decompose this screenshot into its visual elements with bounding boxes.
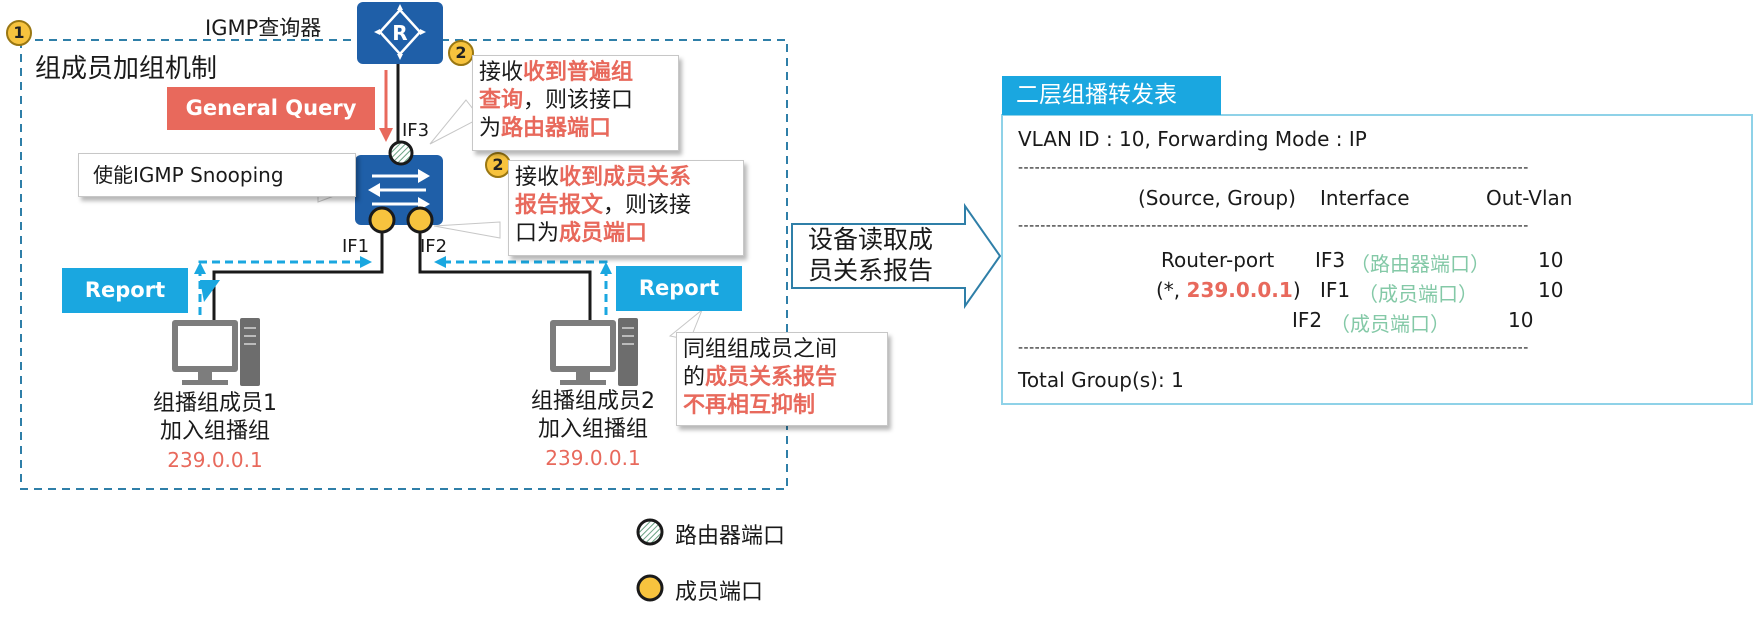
callout-member-line3-prefix: 口为 [515,221,560,246]
table-row2-group: (*, 239.0.0.1) [1156,278,1301,302]
callout-member-highlight2: 报告报文 [515,193,604,218]
table-row2-vlan: 10 [1538,278,1564,302]
table-separator-3: ----------------------------------------… [1018,340,1529,356]
table-row2-if: IF1 [1320,278,1351,302]
table-row2-suffix: ) [1292,278,1301,302]
callout-member-port: 接收收到成员关系 报告报文，则该接 口为成员端口 [508,160,744,256]
router-icon: R [357,2,443,64]
table-row3-vlan: 10 [1508,308,1534,332]
step1-badge: 1 [6,20,32,46]
table-row2-group-addr: 239.0.0.1 [1186,278,1293,302]
callout-router-line3-prefix: 为 [479,116,502,141]
callout-suppress-line1: 同组组成员之间 [683,337,838,362]
forwarding-table-box [1001,114,1753,405]
table-separator-1: ----------------------------------------… [1018,160,1529,176]
member1-caption: 组播组成员1 加入组播组 239.0.0.1 [130,390,300,474]
report-label-left: Report [62,268,188,313]
table-row1-source: Router-port [1161,248,1275,272]
table-row1-if: IF3 [1315,248,1346,272]
snooping-callout: 使能IGMP Snooping [78,153,356,197]
table-row3-if: IF2 [1292,308,1323,332]
router-icon-letter: R [392,21,407,45]
report-left-pointer [200,280,220,302]
table-row1-vlan: 10 [1538,248,1564,272]
report-flow-right-up-head [600,262,612,274]
read-report-arrow [791,202,1002,310]
member2-group: 239.0.0.1 [545,446,641,470]
if3-router-port-marker [388,140,414,166]
host1-computer-icon [172,318,260,386]
member2-caption: 组播组成员2 加入组播组 239.0.0.1 [508,388,678,472]
member1-group: 239.0.0.1 [167,448,263,472]
callout-router-port: 接收收到普遍组 查询，则该接口 为路由器端口 [472,55,679,151]
legend-router-port-label: 路由器端口 [675,524,786,549]
callout-router-highlight3: 路由器端口 [501,116,612,141]
member1-line1: 组播组成员1 [153,391,277,416]
if2-label: IF2 [420,236,448,257]
group-title: 组成员加组机制 [35,54,218,84]
callout-suppress-highlight1: 成员关系报告 [705,365,838,390]
callout-member-prefix: 接收 [515,165,560,190]
callout-router-highlight2: 查询 [479,88,524,113]
host2-computer-icon [550,318,638,386]
table-row2-note: （成员端口） [1358,282,1478,306]
callout-suppress-line2-prefix: 的 [683,365,706,390]
table-vlan-line: VLAN ID : 10, Forwarding Mode : IP [1018,127,1367,151]
table-row3-note: （成员端口） [1330,312,1450,336]
step2-badge-member: 2 [485,152,511,178]
cable-if2-host2 [418,232,592,325]
table-total: Total Group(s): 1 [1018,368,1184,392]
callout-member-pointer [433,221,501,239]
legend-member-port-label: 成员端口 [675,580,764,605]
table-separator-2: ----------------------------------------… [1018,218,1529,234]
report-flow-left-up-head [194,262,206,274]
legend-router-port-marker [636,518,664,546]
if3-label: IF3 [402,120,430,141]
report-flow-left-head [360,256,372,268]
report-flow-right [444,260,608,315]
general-query-label: General Query [167,87,375,130]
callout-member-highlight1: 收到成员关系 [559,165,692,190]
read-report-line2: 员关系报告 [808,256,934,285]
if1-label: IF1 [342,236,370,257]
general-query-arrowhead [379,128,393,142]
report-flow-left [198,260,362,315]
callout-router-middle: ，则该接口 [523,88,634,113]
forwarding-table-title: 二层组播转发表 [1002,76,1221,115]
table-header-interface: Interface [1320,186,1410,210]
if1-member-port-marker [368,206,396,234]
report-flow-right-head [434,256,446,268]
report-label-right: Report [616,266,742,311]
callout-member-middle: ，则该接 [603,193,692,218]
snooping-label: 使能IGMP Snooping [93,163,284,187]
member1-line2: 加入组播组 [159,419,270,444]
member2-line2: 加入组播组 [537,417,648,442]
read-report-line1: 设备读取成 [808,225,934,254]
if2-member-port-marker [406,206,434,234]
querier-label: IGMP查询器 [205,16,322,40]
table-header-source-group: (Source, Group) [1138,186,1296,210]
read-report-text: 设备读取成 员关系报告 [808,224,968,286]
table-header-outvlan: Out-Vlan [1486,186,1573,210]
legend-member-port-marker [636,574,664,602]
callout-router-highlight1: 收到普遍组 [523,60,634,85]
step2-badge-router: 2 [448,40,474,66]
callout-no-suppress: 同组组成员之间 的成员关系报告 不再相互抑制 [676,332,888,426]
callout-router-prefix: 接收 [479,60,524,85]
callout-member-highlight3: 成员端口 [559,221,648,246]
table-row2-prefix: (*, [1156,278,1187,302]
table-row1-note: （路由器端口） [1350,252,1490,276]
callout-suppress-highlight2: 不再相互抑制 [683,393,816,418]
cable-if1-host1 [212,232,384,325]
member2-line1: 组播组成员2 [531,389,655,414]
